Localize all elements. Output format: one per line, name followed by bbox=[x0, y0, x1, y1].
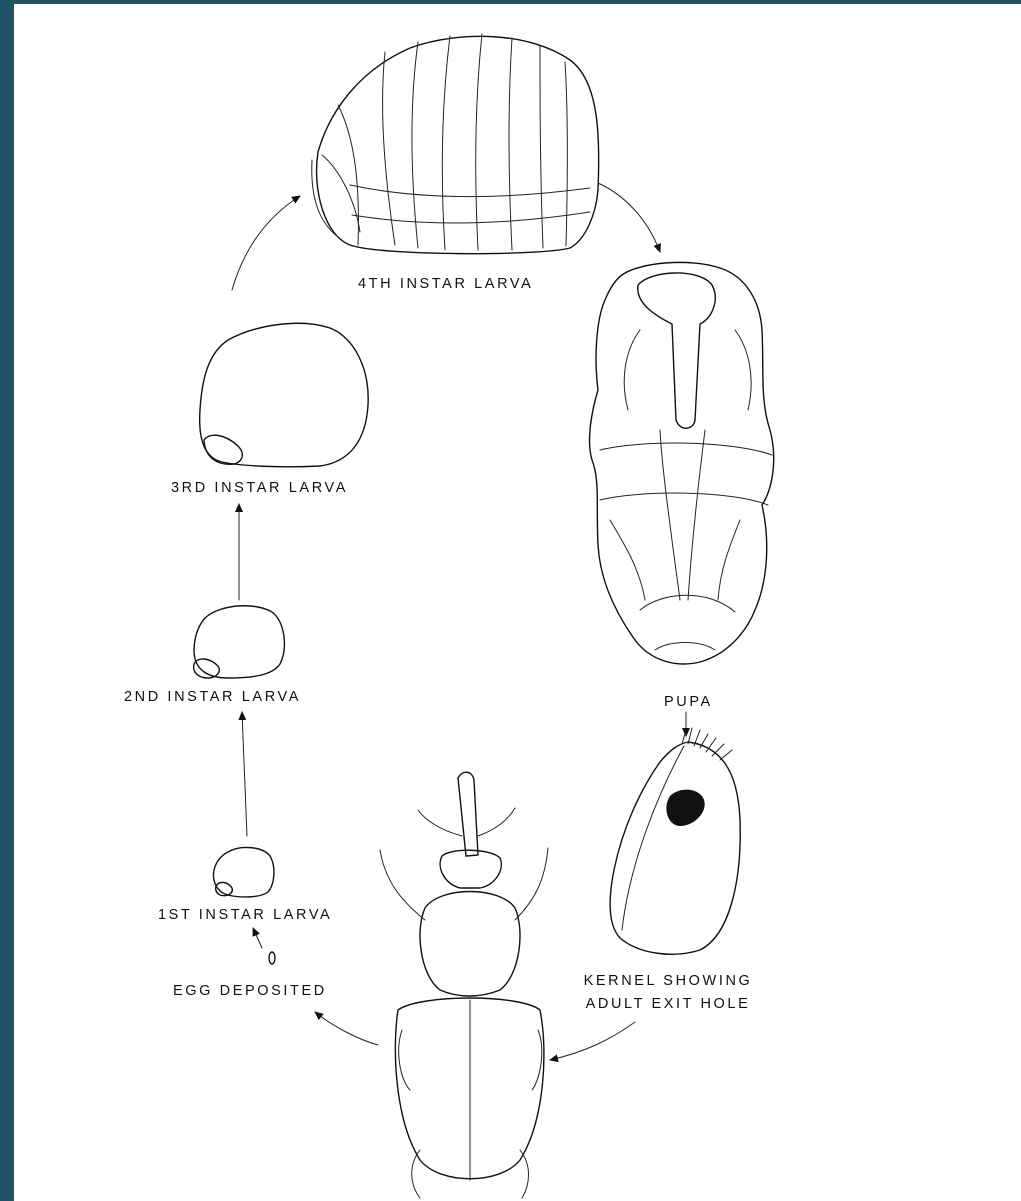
kernel-drawing bbox=[610, 728, 740, 954]
label-third-instar: 3RD INSTAR LARVA bbox=[171, 480, 348, 496]
arrow-kernel-to-adult bbox=[550, 1022, 635, 1060]
arrow-egg-to-first bbox=[253, 928, 262, 948]
label-kernel-line2: ADULT EXIT HOLE bbox=[563, 996, 773, 1012]
arrow-fourth-to-pupa bbox=[598, 183, 660, 252]
arrow-first-to-second bbox=[242, 712, 247, 836]
first-instar-larva-drawing bbox=[214, 847, 274, 896]
pupa-drawing bbox=[590, 262, 774, 664]
arrow-third-to-fourth bbox=[232, 196, 300, 290]
arrow-adult-to-egg bbox=[315, 1012, 378, 1045]
egg-drawing bbox=[269, 952, 275, 964]
label-kernel-line1: KERNEL SHOWING bbox=[563, 973, 773, 989]
label-pupa: PUPA bbox=[664, 694, 713, 710]
label-fourth-instar: 4TH INSTAR LARVA bbox=[358, 276, 533, 292]
second-instar-larva-drawing bbox=[194, 606, 285, 678]
label-egg-deposited: EGG DEPOSITED bbox=[173, 983, 327, 999]
label-second-instar: 2ND INSTAR LARVA bbox=[124, 689, 301, 705]
adult-weevil-drawing bbox=[380, 772, 548, 1198]
third-instar-larva-drawing bbox=[200, 323, 369, 466]
label-first-instar: 1ST INSTAR LARVA bbox=[158, 907, 332, 923]
fourth-instar-larva-drawing bbox=[312, 34, 599, 254]
exit-hole-mark bbox=[666, 790, 704, 826]
